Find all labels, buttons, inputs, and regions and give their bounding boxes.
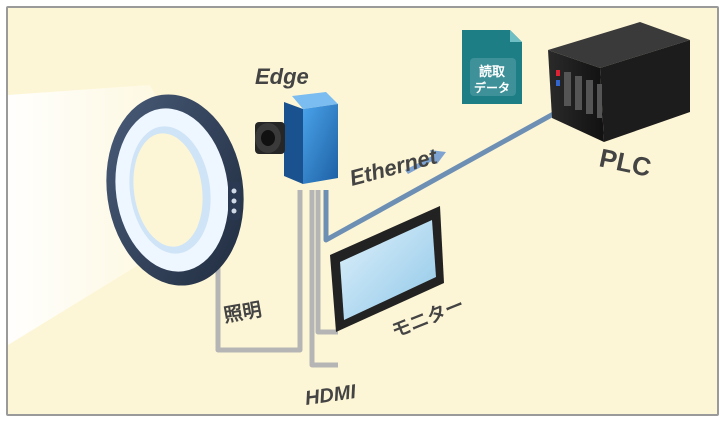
lighting-label: 照明 bbox=[222, 299, 263, 327]
edge-label: Edge bbox=[255, 64, 309, 89]
edge-camera-icon bbox=[255, 92, 338, 184]
ethernet-cable bbox=[323, 99, 577, 243]
arrow-right-icon bbox=[405, 150, 446, 174]
data-document-icon: 読取 データ bbox=[462, 30, 522, 104]
plc-server-icon bbox=[548, 22, 690, 142]
plc-label: PLC bbox=[597, 143, 654, 183]
hdmi-label: HDMI bbox=[304, 381, 358, 410]
ring-light-icon bbox=[106, 94, 244, 286]
monitor-icon bbox=[330, 206, 444, 332]
hdmi-cable bbox=[309, 190, 338, 368]
read-data-label-line2: データ bbox=[474, 80, 510, 95]
monitor-cable bbox=[315, 190, 338, 335]
read-data-label-line1: 読取 bbox=[479, 64, 506, 79]
